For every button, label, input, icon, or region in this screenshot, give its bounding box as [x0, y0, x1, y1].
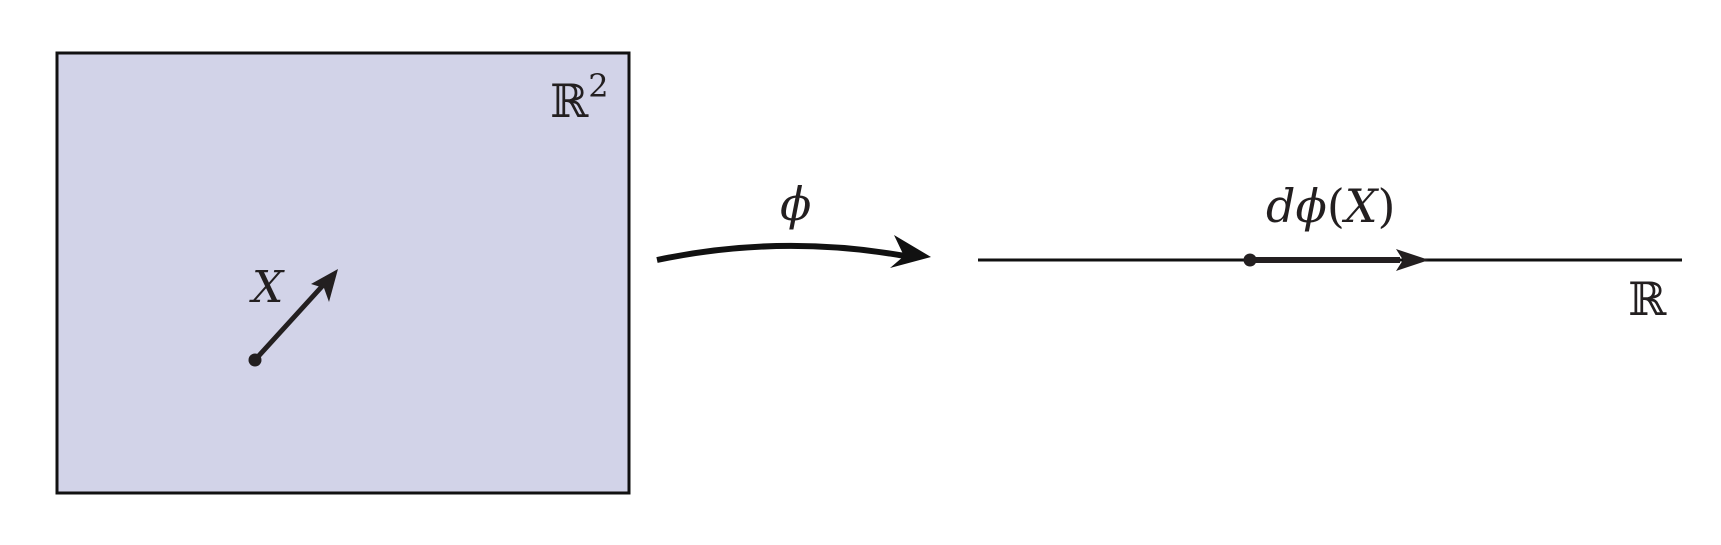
map-arrow: ϕ — [656, 177, 931, 268]
plane-label-exponent: 2 — [588, 67, 608, 105]
tangent-vector-basepoint — [248, 353, 262, 367]
map-label: ϕ — [780, 177, 811, 231]
pushforward-vector-arrowhead — [1396, 249, 1429, 271]
plane-label-base: ℝ — [550, 74, 589, 128]
real-line: ℝ dϕ(X) — [978, 179, 1682, 326]
real-line-label: ℝ — [1628, 272, 1667, 326]
pushforward-label-close-paren: ) — [1378, 179, 1396, 233]
map-arrow-head — [890, 235, 931, 268]
tangent-vector — [248, 269, 338, 367]
pushforward-label-arg: X — [1342, 179, 1380, 233]
pushforward-vector-basepoint — [1243, 253, 1257, 267]
plane-rectangle — [55, 51, 631, 495]
tangent-vector-arrowhead — [311, 269, 338, 302]
map-arrow-curve — [656, 242, 906, 263]
pushforward-vector — [1243, 249, 1429, 271]
pushforward-label: dϕ(X) — [1266, 179, 1395, 233]
pushforward-label-open-paren: ( — [1327, 179, 1345, 233]
tangent-vector-shaft — [252, 279, 329, 363]
domain-plane: ℝ2 X — [55, 51, 631, 495]
pushforward-label-phi: ϕ — [1295, 179, 1326, 233]
plane-label: ℝ2 — [550, 67, 609, 128]
vector-label: X — [249, 262, 285, 313]
pushforward-label-d: d — [1266, 179, 1295, 233]
